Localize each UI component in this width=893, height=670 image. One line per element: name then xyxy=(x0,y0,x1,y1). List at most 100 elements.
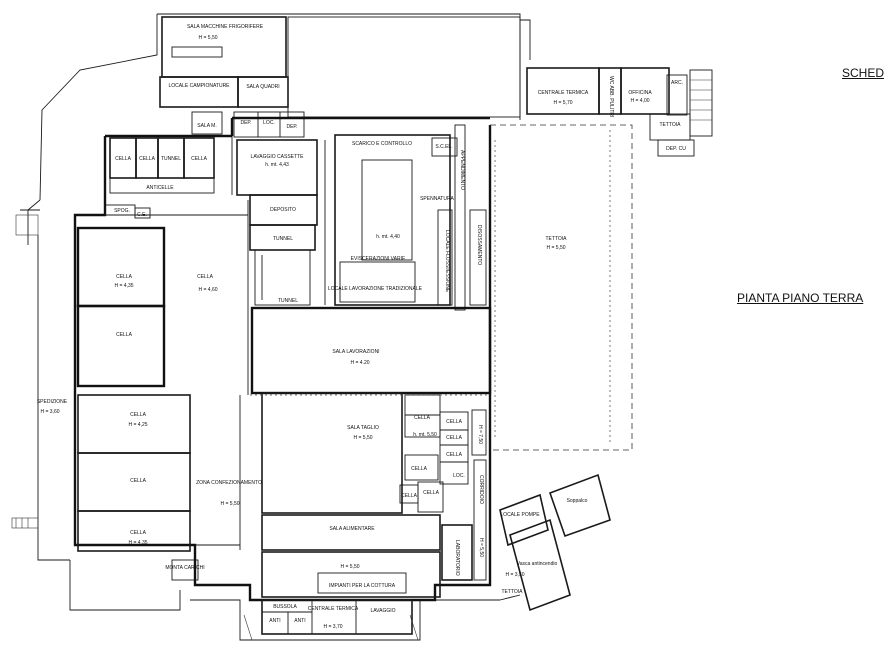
label-sala-lavorazioni-h: H = 4.20 xyxy=(350,360,369,366)
label-cella-big2: CELLA xyxy=(116,332,133,338)
label-laboratorio: LABORATORIO xyxy=(454,540,460,576)
top-machine-block xyxy=(159,16,521,138)
label-tunnel-a: TUNNEL xyxy=(161,156,181,162)
label-cella-f-h: H = 4,35 xyxy=(128,540,147,546)
label-tunnel-b: TUNNEL xyxy=(273,236,293,242)
label-h-750: H = 7,50 xyxy=(477,425,483,444)
label-cella-corr: CELLA xyxy=(197,274,214,280)
label-tettoia-bottom: TETTOIA xyxy=(501,589,523,595)
label-anti-2: ANTI xyxy=(294,618,305,624)
label-spennatura: SPENNATURA xyxy=(420,196,454,202)
central-top-block xyxy=(236,124,487,311)
label-cella-b: CELLA xyxy=(139,156,156,162)
label-tettoia-big-h: H = 5,50 xyxy=(546,245,565,251)
label-cella-a: CELLA xyxy=(115,156,132,162)
label-cella-c: CELLA xyxy=(191,156,208,162)
tettoia-canopy xyxy=(490,124,633,451)
label-spedizione: SPEDIZIONE xyxy=(37,399,68,405)
label-zona-confezionamento: ZONA CONFEZIONAMENTO xyxy=(196,480,262,486)
label-cella-i: CELLA xyxy=(446,435,463,441)
label-vasca-antincendio: Vasca antincendio xyxy=(517,561,558,567)
label-corridoio: CORRIDOIO xyxy=(478,475,484,504)
label-cella-e: CELLA xyxy=(130,478,147,484)
label-officina: OFFICINA xyxy=(628,90,652,96)
label-tettoia-big: TETTOIA xyxy=(545,236,567,242)
partitions xyxy=(105,136,490,550)
label-cella-d-h: H = 4,25 xyxy=(128,422,147,428)
label-cella-j: CELLA xyxy=(446,452,463,458)
label-sala-alimentare: SALA ALIMENTARE xyxy=(329,526,375,532)
label-montacarichi: MONTA CARICHI xyxy=(165,565,204,571)
label-disossamento: DISOSSAMENTO xyxy=(476,225,482,265)
upper-left-cells xyxy=(104,137,215,219)
label-cella-f: CELLA xyxy=(130,530,147,536)
label-cella-corr-h: H = 4,60 xyxy=(198,287,217,293)
label-h-350: H = 3,50 xyxy=(505,572,524,578)
label-locale-pompe: LOCALE POMPE xyxy=(500,512,540,518)
label-tettoia-small: TETTOIA xyxy=(659,122,681,128)
label-lavaggio-cassette-h: h. mt. 4,43 xyxy=(265,162,289,168)
label-locale-flussi: LOCALE FLUSSI/ESSIONE xyxy=(444,230,450,293)
label-impianti-cottura: IMPIANTI PER LA COTTURA xyxy=(329,583,396,589)
right-annex xyxy=(526,67,713,157)
label-locale-campionature: LOCALE CAMPIONATURE xyxy=(168,83,230,89)
label-zona-confezionamento-h: H = 5,50 xyxy=(220,501,239,507)
label-centrale-termica-2-h: H = 3,70 xyxy=(323,624,342,630)
label-sala-taglio-h: H = 5,50 xyxy=(353,435,372,441)
external-structures xyxy=(499,473,611,612)
label-dep-1: DEP. xyxy=(240,120,251,126)
label-lavorazione-tradizionale: LOCALE LAVORAZIONE TRADIZIONALE xyxy=(328,286,423,292)
label-soppalco: Soppalco xyxy=(567,498,588,504)
label-lavaggio-cassette: LAVAGGIO CASSETTE xyxy=(251,154,305,160)
label-cella-big1-h: H = 4,35 xyxy=(114,283,133,289)
label-ce: C.E. xyxy=(137,212,147,218)
label-cella-g: CELLA xyxy=(414,415,431,421)
label-centrale-termica-1-h: H = 5,70 xyxy=(553,100,572,106)
label-cella-big1: CELLA xyxy=(116,274,133,280)
label-scel: S.C.EL. xyxy=(435,144,452,150)
label-h-440: h. mt. 4,40 xyxy=(376,234,400,240)
label-cella-l: CELLA xyxy=(423,490,440,496)
label-h-550-small: h. mt. 5,50 xyxy=(413,432,437,438)
label-sala-m: SALA M. xyxy=(197,123,216,129)
label-scarico-controllo: SCARICO E CONTROLLO xyxy=(352,141,412,147)
label-tunnel-c: TUNNEL xyxy=(278,298,298,304)
label-deposito: DEPOSITO xyxy=(270,207,296,213)
sheet-title: SCHED xyxy=(842,66,885,80)
label-sala-macchine-h: H = 5,50 xyxy=(198,35,217,41)
label-loc: LOC. xyxy=(263,120,275,126)
label-wc-abb: WC ABB. PULITRI xyxy=(608,76,614,117)
label-anti-1: ANTI xyxy=(269,618,280,624)
label-officina-h: H = 4,00 xyxy=(630,98,649,104)
label-spog: SPOG. xyxy=(114,208,130,214)
floor-plan-title: PIANTA PIANO TERRA xyxy=(737,291,864,305)
label-h-550-b: H = 5,50 xyxy=(340,564,359,570)
label-loc-2: LOC. xyxy=(453,473,465,479)
label-appendimento: APPENDIMENTO xyxy=(459,150,465,190)
lower-middle xyxy=(171,514,473,641)
label-sala-taglio: SALA TAGLIO xyxy=(347,425,379,431)
label-dep-cu: DEP. CU xyxy=(666,146,686,152)
label-centrale-termica-1: CENTRALE TERMICA xyxy=(538,90,589,96)
room-labels: SALA MACCHINE FRIGORIFERE H = 5,50 LOCAL… xyxy=(37,24,686,630)
label-sala-quadri: SALA QUADRI xyxy=(246,84,279,90)
label-spedizione-h: H = 3,60 xyxy=(40,409,59,415)
main-building-outline xyxy=(73,116,492,602)
label-dep-2: DEP. xyxy=(286,124,297,130)
label-centrale-termica-2: CENTRALE TERMICA xyxy=(308,606,359,612)
label-cella-m: CELLA xyxy=(401,493,418,499)
label-cella-k: CELLA xyxy=(411,466,428,472)
label-arch: ARC. xyxy=(671,80,683,86)
label-cella-d: CELLA xyxy=(130,412,147,418)
label-sala-lavorazioni: SALA LAVORAZIONI xyxy=(332,349,379,355)
label-eviscerazioni: EVISCERAZIONI VARIE xyxy=(351,256,406,262)
label-lavaggio: LAVAGGIO xyxy=(370,608,395,614)
sala-taglio-region xyxy=(261,392,487,581)
left-big-cells xyxy=(11,209,191,552)
label-bussola: BUSSOLA xyxy=(273,604,297,610)
label-anticelle: ANTICELLE xyxy=(146,185,174,191)
label-cella-h: CELLA xyxy=(446,419,463,425)
label-sala-macchine: SALA MACCHINE FRIGORIFERE xyxy=(187,24,264,30)
label-lab-h: H = 5,50 xyxy=(478,538,484,557)
